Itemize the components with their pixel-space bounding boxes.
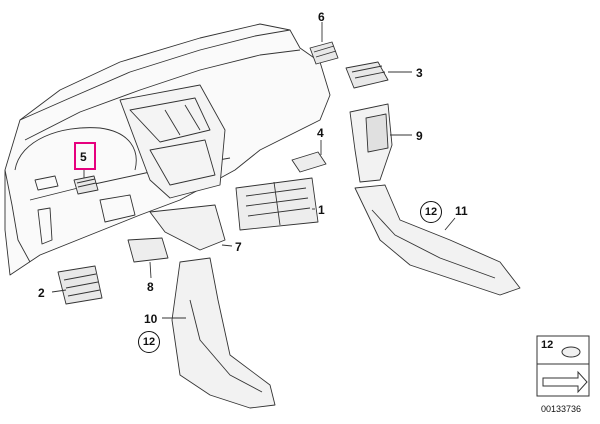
- callout-5[interactable]: 5: [80, 150, 87, 164]
- callout-3[interactable]: 3: [416, 66, 423, 80]
- legend-12-label: 12: [541, 339, 554, 351]
- callout-2[interactable]: 2: [38, 286, 45, 300]
- leader-7: [221, 244, 233, 247]
- callout-7[interactable]: 7: [235, 240, 242, 254]
- leader-11: [444, 217, 456, 231]
- center-console-stack: [119, 84, 226, 199]
- dashboard-left-side: [4, 169, 31, 263]
- leader-2: [51, 289, 67, 293]
- leader-8: [149, 261, 152, 279]
- callout-11[interactable]: 11: [455, 204, 468, 218]
- callout-6[interactable]: 6: [318, 10, 325, 24]
- callout-12-lower[interactable]: 12: [138, 331, 160, 353]
- part-3-vent: [345, 61, 389, 89]
- clip-icon: [561, 346, 581, 358]
- part-10-duct: [171, 257, 276, 409]
- document-id: 00133736: [541, 404, 582, 414]
- legend-panel: [536, 335, 590, 397]
- callout-12-upper[interactable]: 12: [420, 201, 442, 223]
- highlight-box: [74, 142, 96, 170]
- arrow-icon: [542, 370, 588, 394]
- dashboard-top-edge: [19, 29, 291, 121]
- part-7-duct: [149, 204, 226, 251]
- part-6-vent: [309, 41, 339, 65]
- callout-1[interactable]: 1: [318, 203, 325, 217]
- left-air-vent-small: [34, 175, 59, 191]
- part-11-duct: [354, 184, 521, 296]
- part-8-block: [127, 237, 169, 263]
- callout-9[interactable]: 9: [416, 129, 423, 143]
- callout-8[interactable]: 8: [147, 280, 154, 294]
- callout-10[interactable]: 10: [144, 312, 158, 326]
- instrument-cluster-hood: [14, 127, 137, 171]
- dashboard-inner-line: [24, 49, 301, 141]
- callout-4[interactable]: 4: [317, 126, 324, 140]
- part-4-trim: [291, 151, 327, 173]
